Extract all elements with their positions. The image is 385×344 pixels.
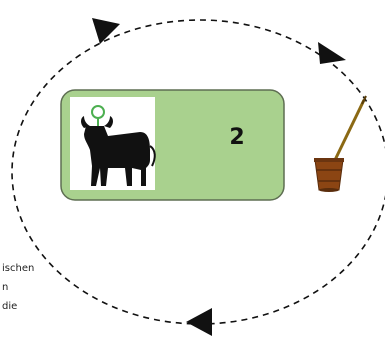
butter-churn-icon xyxy=(314,95,367,192)
partial-text-line-1: ischen xyxy=(2,263,35,274)
count-card: 2 xyxy=(60,89,285,201)
bull-icon xyxy=(81,105,156,186)
count-label: 2 xyxy=(229,125,244,150)
cycle-arrow-bottom xyxy=(186,308,212,336)
cycle-arrow-top-right xyxy=(318,42,346,64)
cycle-arrow-top-left xyxy=(92,18,120,44)
partial-text-line-2: n xyxy=(2,282,9,293)
partial-text-line-3: die xyxy=(2,301,18,312)
